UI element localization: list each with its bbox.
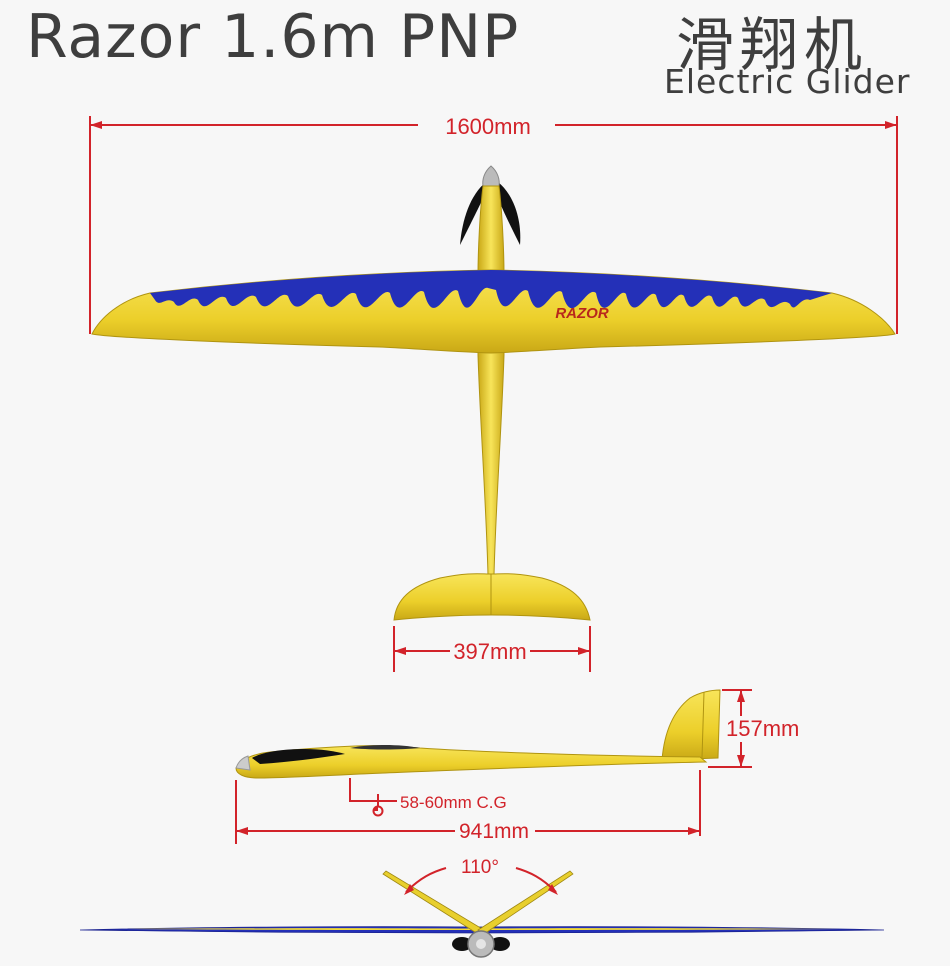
vertical-fin (661, 689, 721, 761)
dihedral-dimension (404, 867, 558, 895)
length-dimension (235, 770, 701, 844)
tail-height-dimension (708, 689, 752, 768)
dihedral-label: 110° (461, 857, 499, 878)
top-view: RAZOR (91, 165, 896, 621)
side-view (235, 689, 721, 779)
length-label: 941mm (459, 820, 529, 843)
cg-dimension (349, 778, 397, 817)
fuselage-top (477, 185, 505, 576)
wing-flame-pattern (150, 270, 832, 309)
front-view (79, 870, 885, 958)
propeller-front-left (452, 937, 472, 951)
spinner (482, 165, 500, 187)
wing-logo: RAZOR (555, 305, 608, 322)
product-title: Razor 1.6m PNP (26, 2, 520, 72)
product-title-chinese: 滑翔机 (676, 11, 869, 79)
propeller-front-right (490, 937, 510, 951)
fuselage-side (235, 745, 708, 779)
wingspan-dimension (89, 116, 898, 334)
tail-span-dimension (393, 626, 591, 672)
v-tail-right (477, 870, 574, 935)
product-subtitle: Electric Glider (664, 62, 911, 101)
v-tail-left (382, 870, 485, 935)
cg-label: 58-60mm C.G (400, 793, 507, 812)
propeller-blade-left (460, 182, 488, 245)
canopy (252, 749, 345, 764)
wingspan-label: 1600mm (445, 114, 531, 139)
nose-spinner (235, 755, 251, 771)
tail-height-label: 157mm (726, 716, 799, 741)
horizontal-stabilizer (393, 573, 591, 621)
tail-span-label: 397mm (453, 639, 526, 664)
